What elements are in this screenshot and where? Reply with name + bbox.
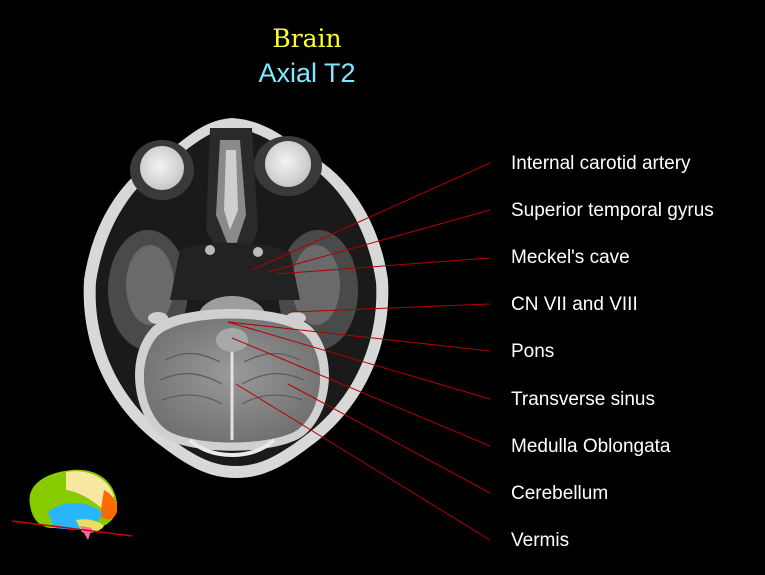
leader-line-cerebellum xyxy=(287,383,491,494)
leader-line-medulla-oblongata xyxy=(231,337,491,447)
leader-line-internal-carotid-artery xyxy=(251,162,491,271)
mri-axial-slice-image xyxy=(83,118,389,478)
leader-line-pons xyxy=(227,321,491,352)
label-pons: Pons xyxy=(511,341,555,362)
label-medulla-oblongata: Medulla Oblongata xyxy=(511,436,671,457)
brain-lateral-view-icon xyxy=(11,469,133,540)
label-superior-temporal-gyrus: Superior temporal gyrus xyxy=(511,200,714,221)
page-title: Brain xyxy=(272,24,342,53)
label-cerebellum: Cerebellum xyxy=(511,483,609,504)
leader-line-cn-vii-viii xyxy=(289,303,491,313)
leader-line-vermis xyxy=(235,383,491,541)
label-internal-carotid-artery: Internal carotid artery xyxy=(511,153,691,174)
slice-plane-line xyxy=(11,520,133,537)
leader-line-transverse-sinus xyxy=(227,321,491,400)
label-transverse-sinus: Transverse sinus xyxy=(511,389,655,410)
label-cn-vii-viii: CN VII and VIII xyxy=(511,294,638,315)
page-subtitle: Axial T2 xyxy=(258,58,356,88)
leader-line-superior-temporal-gyrus xyxy=(267,209,491,273)
leader-line-meckels-cave xyxy=(275,257,491,275)
label-meckels-cave: Meckel's cave xyxy=(511,247,630,268)
leader-lines xyxy=(227,162,491,541)
label-vermis: Vermis xyxy=(511,530,570,551)
